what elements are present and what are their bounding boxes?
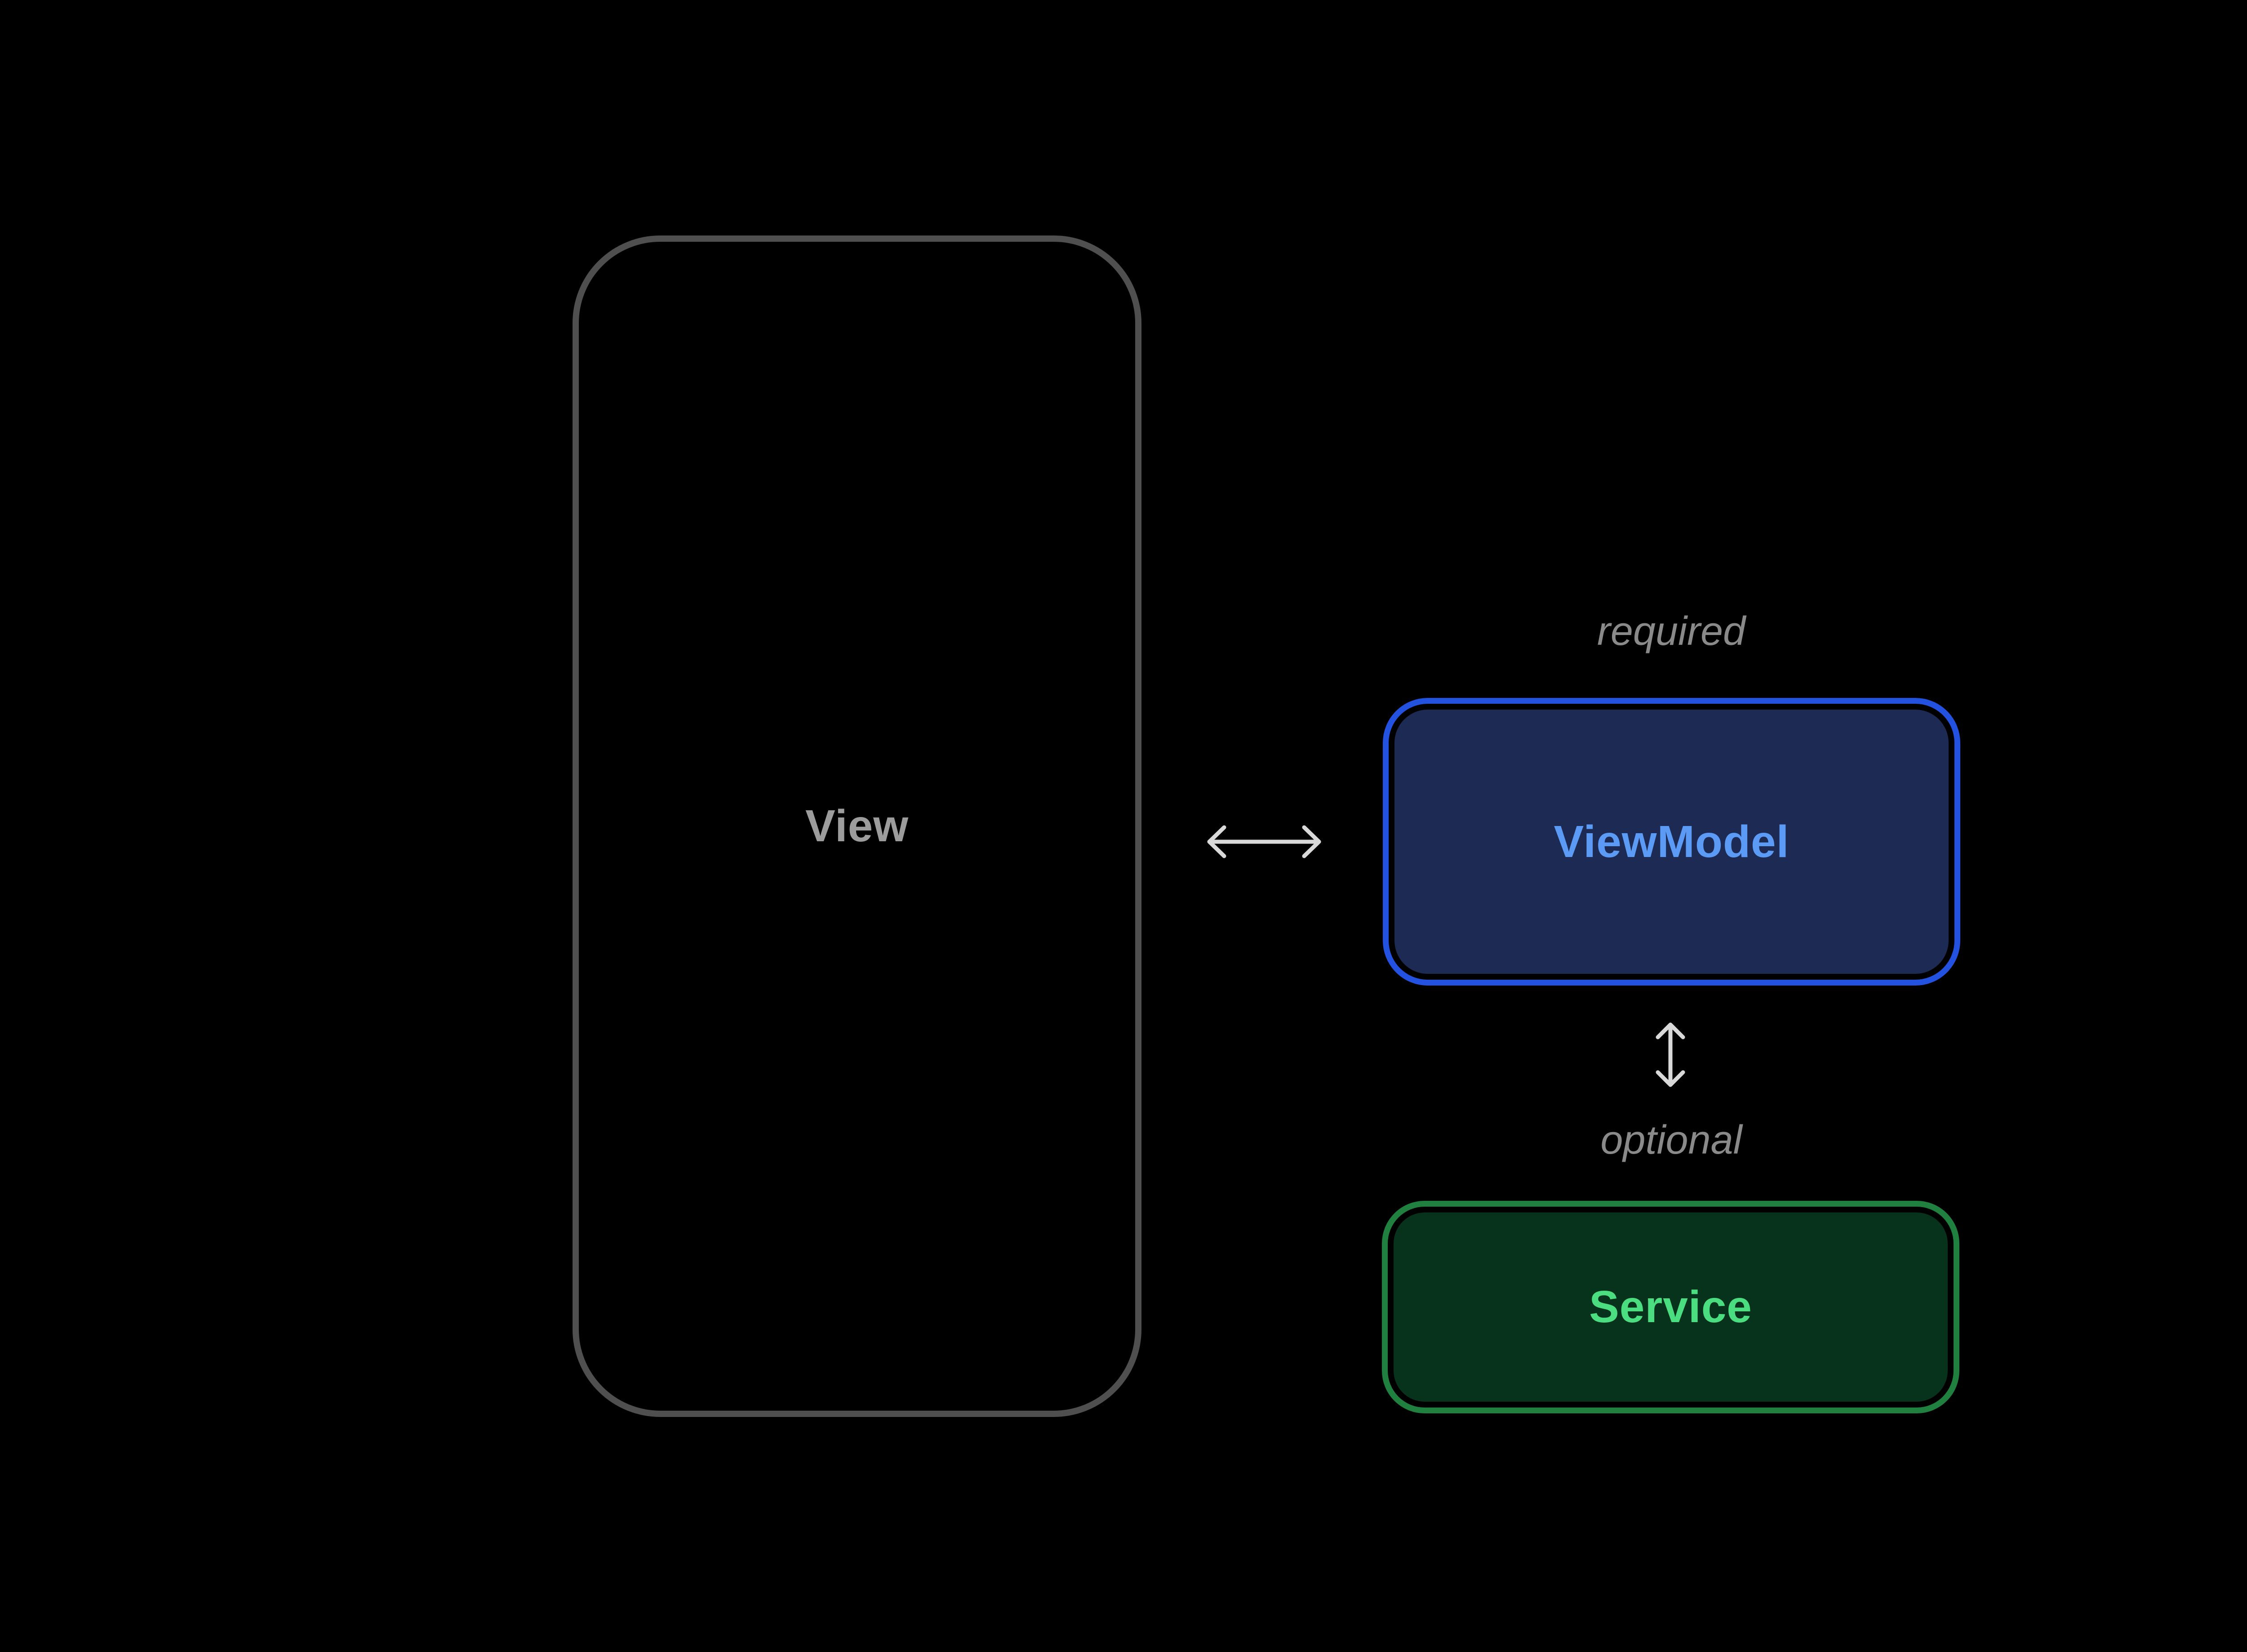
vertical-double-arrow-strokes	[1656, 1022, 1685, 1087]
optional-annotation: optional	[1600, 1118, 1742, 1163]
view-box: View	[573, 235, 1141, 1417]
service-label: Service	[1589, 1282, 1752, 1332]
view-label: View	[805, 801, 909, 851]
horizontal-double-arrow-icon	[1207, 825, 1321, 858]
service-box: Service	[1382, 1201, 1959, 1413]
vertical-double-arrow-icon	[1656, 1022, 1685, 1087]
horizontal-double-arrow-strokes	[1207, 825, 1321, 858]
viewmodel-label: ViewModel	[1554, 816, 1790, 867]
viewmodel-box: ViewModel	[1383, 698, 1960, 986]
required-annotation: required	[1597, 609, 1746, 654]
